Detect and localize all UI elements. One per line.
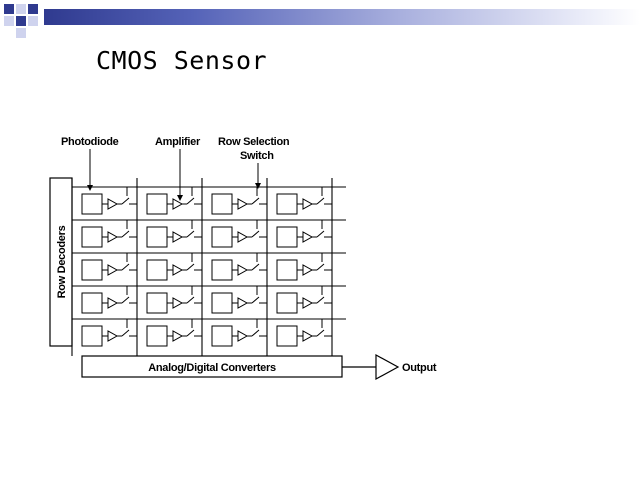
switch-icon <box>186 329 195 337</box>
amplifier-icon <box>107 330 119 342</box>
photodiode-box <box>146 292 168 314</box>
switch-icon <box>121 329 130 337</box>
amplifier-icon <box>302 231 314 243</box>
photodiode-box <box>211 292 233 314</box>
pixel-cell <box>211 319 267 347</box>
amplifier-icon <box>172 297 184 309</box>
amplifier-icon <box>107 297 119 309</box>
switch-icon <box>121 263 130 271</box>
pixel-cell <box>146 220 202 248</box>
output-label: Output <box>402 362 437 374</box>
amplifier-icon <box>172 330 184 342</box>
switch-icon <box>186 263 195 271</box>
photodiode-box <box>81 226 103 248</box>
switch-icon <box>251 230 260 238</box>
switch-icon <box>186 296 195 304</box>
amplifier-icon <box>302 330 314 342</box>
photodiode-box <box>211 193 233 215</box>
amplifier-icon <box>237 330 249 342</box>
pixel-cell <box>276 220 332 248</box>
output-amplifier-icon <box>375 353 400 381</box>
amplifier-icon <box>107 198 119 210</box>
photodiode-box <box>146 259 168 281</box>
amplifier-icon <box>237 198 249 210</box>
photodiode-box <box>81 193 103 215</box>
switch-icon <box>316 230 325 238</box>
photodiode-label: Photodiode <box>61 136 119 148</box>
amplifier-icon <box>302 198 314 210</box>
switch-icon <box>251 296 260 304</box>
header-gradient-bar <box>44 9 640 25</box>
switch-icon <box>251 329 260 337</box>
photodiode-box <box>146 193 168 215</box>
switch-icon <box>121 197 130 205</box>
amplifier-label: Amplifier <box>155 136 201 148</box>
pixel-cell <box>276 319 332 347</box>
photodiode-box <box>276 325 298 347</box>
photodiode-box <box>211 325 233 347</box>
amplifier-icon <box>172 264 184 276</box>
photodiode-box <box>211 259 233 281</box>
converters-label: Analog/Digital Converters <box>148 362 276 374</box>
pixel-cell <box>146 319 202 347</box>
corner-decoration <box>4 4 38 38</box>
photodiode-box <box>276 226 298 248</box>
amplifier-icon <box>237 231 249 243</box>
pixel-array <box>81 187 332 347</box>
photodiode-box <box>146 226 168 248</box>
pixel-cell <box>276 253 332 281</box>
row-selection-label-line1: Row Selection <box>218 136 290 148</box>
pixel-cell <box>211 220 267 248</box>
amplifier-icon <box>172 198 184 210</box>
switch-icon <box>121 296 130 304</box>
amplifier-icon <box>237 264 249 276</box>
amplifier-icon <box>302 297 314 309</box>
pixel-cell <box>81 286 137 314</box>
amplifier-icon <box>172 231 184 243</box>
photodiode-box <box>146 325 168 347</box>
pixel-cell <box>146 187 202 215</box>
switch-icon <box>251 197 260 205</box>
photodiode-box <box>276 292 298 314</box>
slide-title: CMOS Sensor <box>96 46 268 75</box>
pixel-cell <box>276 187 332 215</box>
photodiode-box <box>81 325 103 347</box>
pixel-cell <box>81 253 137 281</box>
row-selection-label-line2: Switch <box>240 150 274 162</box>
switch-icon <box>186 230 195 238</box>
switch-icon <box>316 197 325 205</box>
switch-icon <box>186 197 195 205</box>
photodiode-box <box>276 259 298 281</box>
pixel-cell <box>211 286 267 314</box>
photodiode-box <box>81 292 103 314</box>
pixel-grid <box>71 178 346 356</box>
photodiode-box <box>211 226 233 248</box>
pixel-cell <box>146 253 202 281</box>
switch-icon <box>251 263 260 271</box>
switch-icon <box>316 263 325 271</box>
amplifier-icon <box>107 231 119 243</box>
pixel-cell <box>211 253 267 281</box>
amplifier-icon <box>237 297 249 309</box>
photodiode-box <box>81 259 103 281</box>
pixel-cell <box>146 286 202 314</box>
pixel-cell <box>81 220 137 248</box>
photodiode-box <box>276 193 298 215</box>
amplifier-icon <box>107 264 119 276</box>
pixel-cell <box>276 286 332 314</box>
amplifier-icon <box>302 264 314 276</box>
pixel-cell <box>81 319 137 347</box>
pixel-cell <box>81 187 137 215</box>
row-decoders-label: Row Decoders <box>56 225 68 298</box>
switch-icon <box>316 296 325 304</box>
switch-icon <box>121 230 130 238</box>
pixel-cell <box>211 187 267 215</box>
switch-icon <box>316 329 325 337</box>
